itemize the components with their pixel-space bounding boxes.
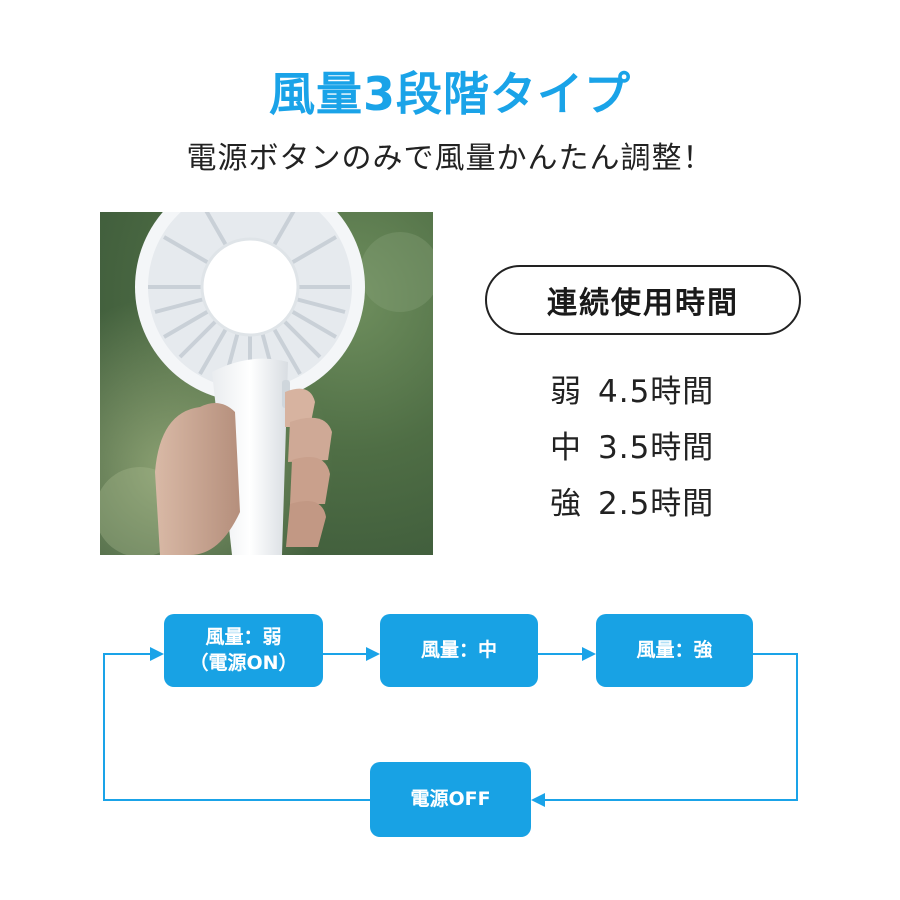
flow-step-weak-label: 風量：弱 bbox=[205, 625, 282, 648]
usage-level: 中 bbox=[550, 430, 582, 466]
flow-step-mid: 風量：中 bbox=[380, 614, 538, 687]
usage-level: 弱 bbox=[550, 374, 582, 410]
flow-step-strong-label: 風量：強 bbox=[636, 638, 713, 661]
usage-time: 3.5時間 bbox=[598, 430, 715, 466]
arrow-head bbox=[531, 793, 545, 807]
flow-step-off-label: 電源OFF bbox=[410, 787, 491, 810]
arrow-off-to-weak bbox=[103, 653, 370, 801]
page-title: 風量3段階タイプ bbox=[268, 67, 631, 121]
arrow-strong-to-off bbox=[540, 653, 798, 801]
usage-row-weak: 弱 4.5時間 bbox=[550, 366, 714, 411]
usage-level: 強 bbox=[550, 486, 582, 522]
flow-step-off: 電源OFF bbox=[370, 762, 531, 837]
flow-step-weak: 風量：弱 （電源ON） bbox=[164, 614, 323, 687]
page-subtitle: 電源ボタンのみで風量かんたん調整！ bbox=[186, 141, 714, 176]
flow-step-strong: 風量：強 bbox=[596, 614, 753, 687]
flow-step-mid-label: 風量：中 bbox=[420, 638, 497, 661]
hand-held-fan-photo bbox=[100, 212, 433, 555]
usage-row-strong: 強 2.5時間 bbox=[550, 478, 714, 523]
usage-heading-badge: 連続使用時間 bbox=[485, 265, 801, 335]
flow-step-weak-sub: （電源ON） bbox=[189, 651, 298, 674]
usage-time: 2.5時間 bbox=[598, 486, 715, 522]
usage-row-mid: 中 3.5時間 bbox=[550, 422, 714, 467]
arrow-head bbox=[150, 647, 164, 661]
arrow-head bbox=[582, 647, 596, 661]
arrow-head bbox=[366, 647, 380, 661]
usage-time: 4.5時間 bbox=[598, 374, 715, 410]
